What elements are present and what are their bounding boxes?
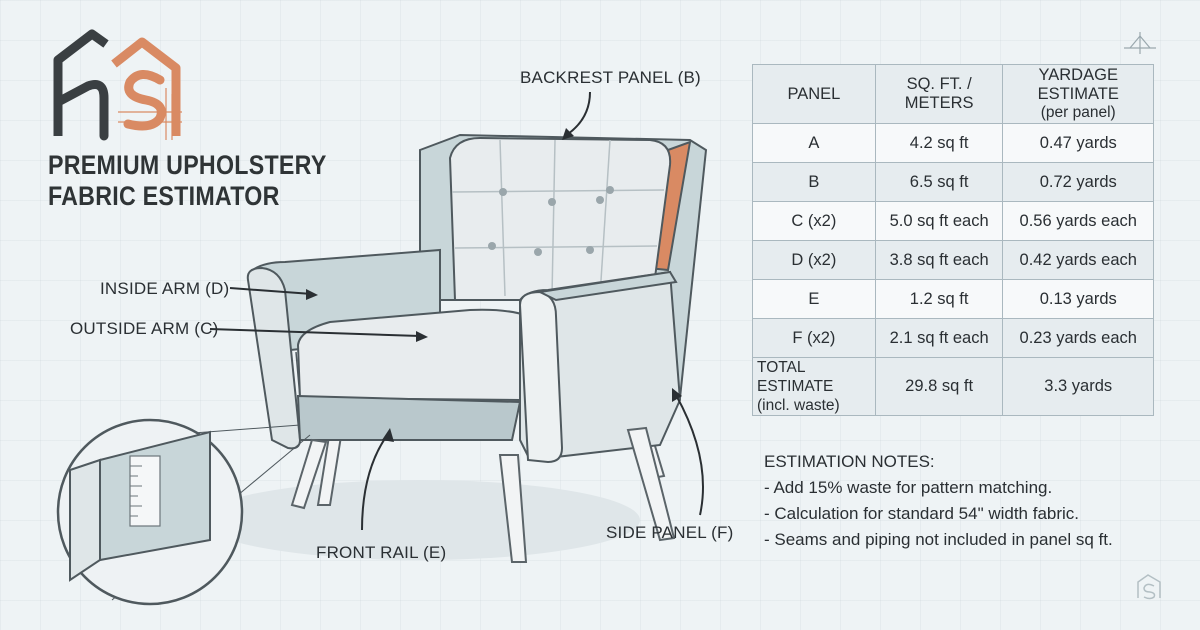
right-arm-front	[518, 290, 564, 464]
total-label: TOTAL ESTIMATE (incl. waste)	[752, 357, 876, 416]
callout-arrows	[209, 91, 704, 531]
note-item: - Calculation for standard 54" width fab…	[764, 504, 1080, 523]
cell-area: 4.2 sq ft	[874, 123, 1004, 163]
watermark-logo-icon	[1137, 574, 1161, 600]
header-yardage-main: YARDAGE ESTIMATE	[1037, 66, 1119, 103]
estimate-table: PANEL SQ. FT. / METERS YARDAGE ESTIMATE …	[752, 64, 1154, 416]
table-row: B 6.5 sq ft 0.72 yards	[752, 162, 1154, 202]
seat-cushion	[296, 308, 542, 402]
ruler-icon	[129, 455, 161, 527]
page-title: PREMIUM UPHOLSTERY FABRIC ESTIMATOR	[48, 150, 327, 212]
brand-logo	[53, 29, 182, 141]
title-line-2: FABRIC ESTIMATOR	[48, 181, 280, 211]
total-label-main: TOTAL ESTIMATE	[757, 359, 834, 395]
table-row: C (x2) 5.0 sq ft each 0.56 yards each	[752, 201, 1154, 241]
front-leg-left	[290, 438, 328, 510]
front-leg-right	[626, 426, 676, 542]
table-row: E 1.2 sq ft 0.13 yards	[752, 279, 1154, 319]
title-line-1: PREMIUM UPHOLSTERY	[48, 150, 327, 180]
front-rail-panel	[296, 394, 522, 441]
cell-area: 1.2 sq ft	[874, 279, 1004, 319]
cell-panel: A	[752, 123, 876, 163]
header-panel: PANEL	[752, 64, 876, 124]
note-item: - Add 15% waste for pattern matching.	[764, 478, 1053, 497]
header-area: SQ. FT. / METERS	[874, 64, 1004, 124]
total-label-sub: (incl. waste)	[757, 397, 840, 414]
callout-backrest: BACKREST PANEL (B)	[520, 68, 701, 87]
cell-yardage: 0.56 yards each	[1002, 201, 1154, 241]
tuft-buttons	[488, 186, 614, 256]
floor-shadow	[200, 480, 640, 560]
cell-panel: F (x2)	[752, 318, 876, 358]
table-row: A 4.2 sq ft 0.47 yards	[752, 123, 1154, 163]
table-row: F (x2) 2.1 sq ft each 0.23 yards each	[752, 318, 1154, 358]
cell-yardage: 0.47 yards	[1002, 123, 1154, 163]
cell-area: 2.1 sq ft each	[874, 318, 1004, 358]
cell-yardage: 0.23 yards each	[1002, 318, 1154, 358]
estimation-notes: ESTIMATION NOTES: - Add 15% waste for pa…	[764, 449, 1113, 553]
total-yardage: 3.3 yards	[1002, 357, 1154, 416]
cell-yardage: 0.13 yards	[1002, 279, 1154, 319]
callout-front-rail: FRONT RAIL (E)	[316, 543, 447, 562]
callout-inside-arm: INSIDE ARM (D)	[100, 279, 230, 298]
cell-area: 6.5 sq ft	[874, 162, 1004, 202]
backrest-panel	[448, 136, 672, 301]
cell-area: 3.8 sq ft each	[874, 240, 1004, 280]
cell-yardage: 0.72 yards	[1002, 162, 1154, 202]
cell-panel: B	[752, 162, 876, 202]
header-yardage-sub: (per panel)	[1040, 104, 1116, 121]
header-yardage: YARDAGE ESTIMATE (per panel)	[1002, 64, 1154, 124]
front-leg-center	[498, 454, 528, 563]
cell-panel: C (x2)	[752, 201, 876, 241]
cell-panel: E	[752, 279, 876, 319]
note-item: - Seams and piping not included in panel…	[764, 530, 1113, 549]
cell-yardage: 0.42 yards each	[1002, 240, 1154, 280]
notes-list: - Add 15% waste for pattern matching. - …	[764, 475, 1113, 553]
notes-heading: ESTIMATION NOTES:	[764, 452, 935, 471]
drafting-mark-icon	[1124, 32, 1156, 54]
armchair-diagram	[56, 91, 708, 606]
table-row: D (x2) 3.8 sq ft each 0.42 yards each	[752, 240, 1154, 280]
cell-area: 5.0 sq ft each	[874, 201, 1004, 241]
table-header-row: PANEL SQ. FT. / METERS YARDAGE ESTIMATE …	[752, 64, 1154, 124]
total-area: 29.8 sq ft	[874, 357, 1004, 416]
table-total-row: TOTAL ESTIMATE (incl. waste) 29.8 sq ft …	[752, 357, 1154, 416]
callout-side-panel: SIDE PANEL (F)	[606, 523, 734, 542]
callout-outside-arm: OUTSIDE ARM (C)	[70, 319, 219, 338]
cell-panel: D (x2)	[752, 240, 876, 280]
